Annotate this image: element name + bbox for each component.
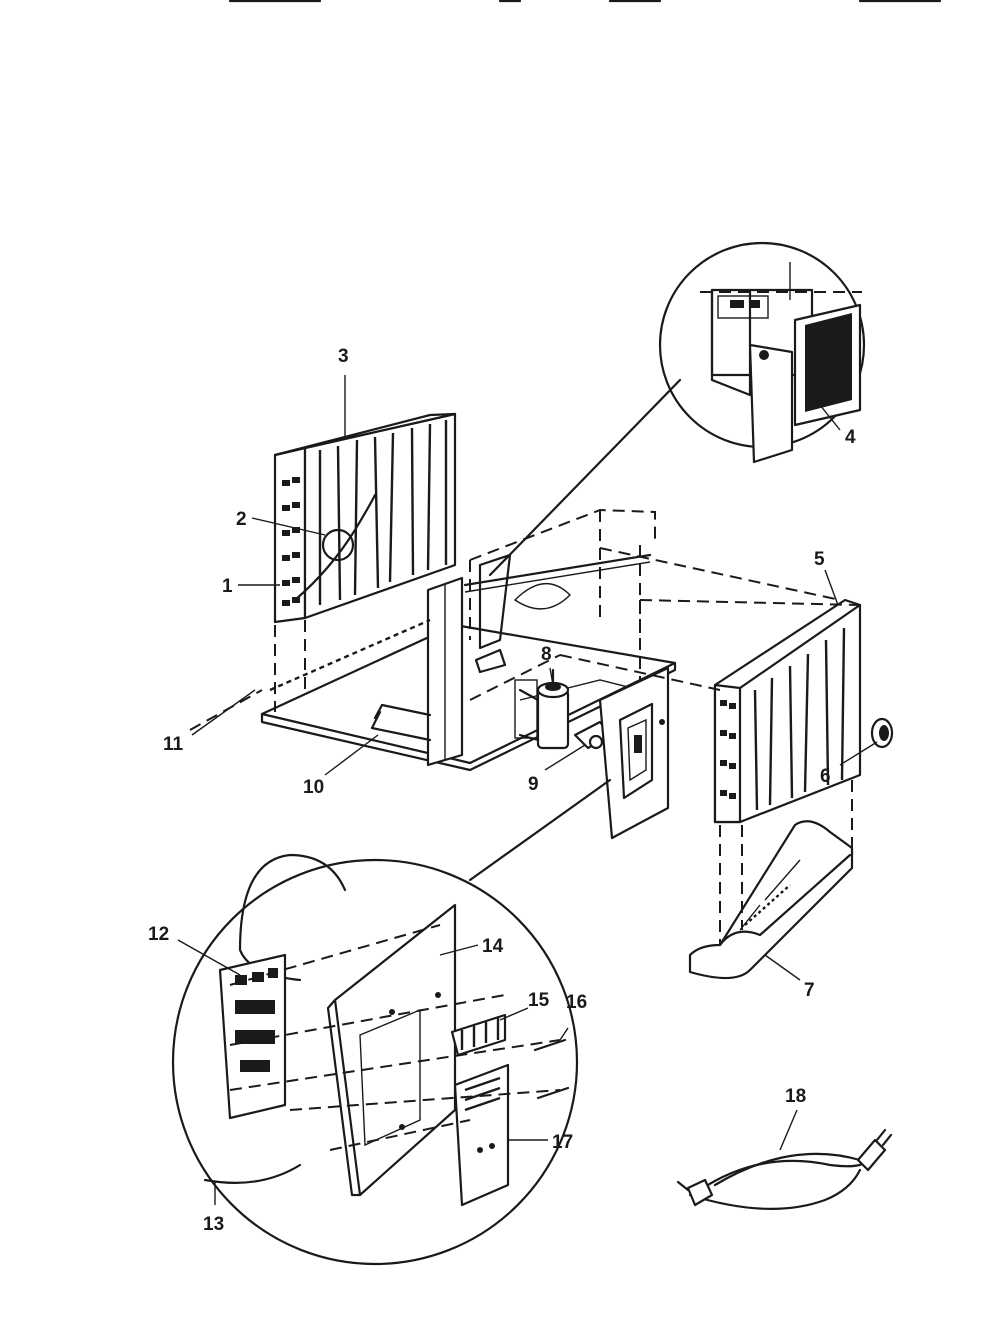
callout-1: 1 — [222, 576, 233, 597]
callout-8: 8 — [541, 644, 552, 665]
callout-14: 14 — [482, 936, 504, 957]
callout-labels: 1 2 3 4 5 6 7 8 9 10 11 12 13 14 15 16 1… — [148, 346, 856, 1235]
callout-3: 3 — [338, 346, 349, 367]
detail-leader-top — [488, 378, 682, 577]
control-detail-circle — [171, 853, 579, 1266]
callout-4: 4 — [845, 427, 856, 448]
callout-10: 10 — [303, 777, 324, 798]
base-pan — [260, 508, 841, 772]
callout-9: 9 — [528, 774, 539, 795]
filter-detail-circle — [658, 241, 866, 464]
callout-18: 18 — [785, 1086, 806, 1107]
callout-11: 11 — [163, 734, 184, 755]
evaporator-coil — [273, 412, 457, 624]
callout-leaders — [177, 375, 878, 1205]
callout-13: 13 — [203, 1214, 224, 1235]
drain-pan — [688, 820, 854, 980]
callout-2: 2 — [236, 509, 247, 530]
detail-leader-bottom — [468, 778, 612, 882]
power-cord — [676, 1128, 893, 1210]
callout-7: 7 — [804, 980, 815, 1001]
callout-17: 17 — [552, 1132, 573, 1153]
condenser-coil — [713, 598, 894, 824]
callout-15: 15 — [528, 990, 550, 1011]
callout-12: 12 — [148, 924, 169, 945]
callout-16: 16 — [566, 992, 587, 1013]
callout-6: 6 — [820, 766, 831, 787]
callout-5: 5 — [814, 549, 825, 570]
control-panel-front — [598, 666, 670, 840]
